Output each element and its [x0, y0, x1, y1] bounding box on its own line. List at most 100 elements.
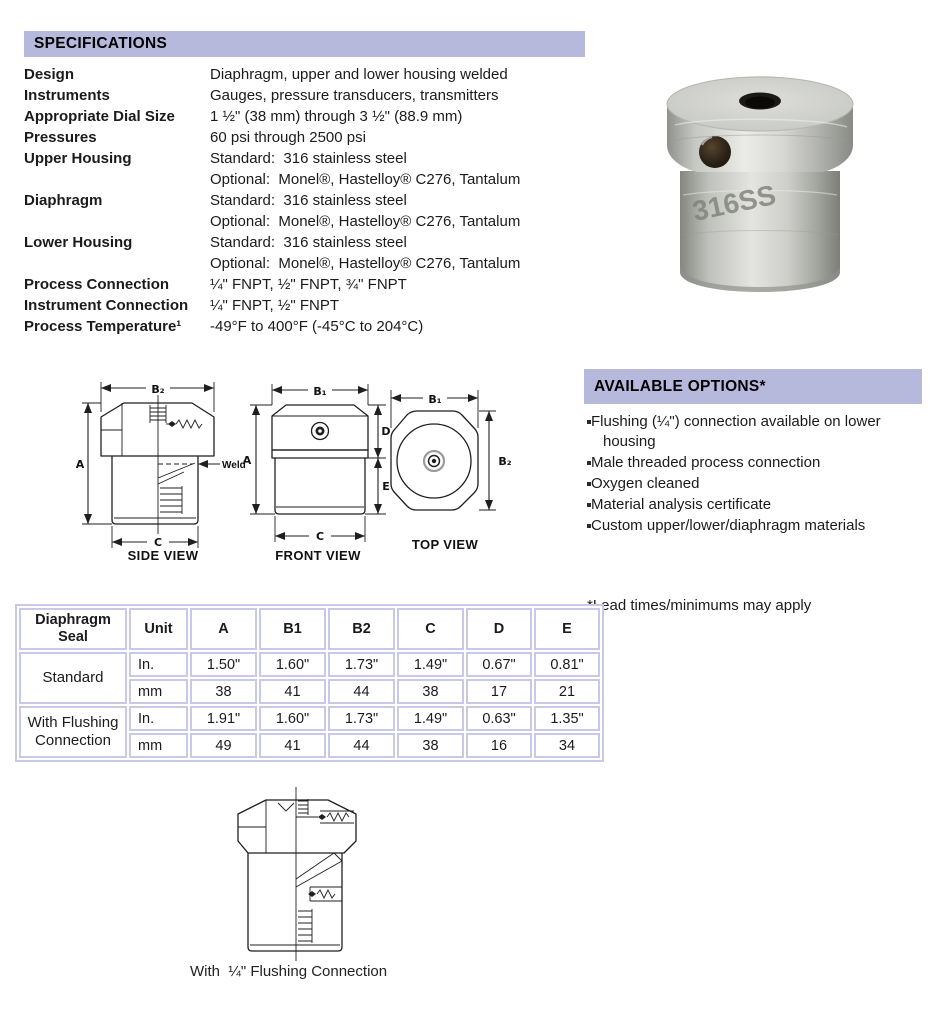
value-cell: 44 — [328, 679, 395, 704]
value-cell: 44 — [328, 733, 395, 758]
spec-row: Optional: Monel®, Hastelloy® C276, Tanta… — [24, 169, 624, 190]
col-header-b1: B1 — [259, 608, 326, 650]
spec-label: Instrument Connection — [24, 297, 189, 314]
options-list: Flushing (¼") connection available on lo… — [586, 412, 918, 537]
spec-value: Gauges, pressure transducers, transmitte… — [210, 87, 499, 104]
col-header-a: A — [190, 608, 257, 650]
col-header-diaphragm-seal: Diaphragm Seal — [19, 608, 127, 650]
option-item: Flushing (¼") connection available on lo… — [586, 412, 918, 452]
option-text: Material analysis certificate — [591, 496, 772, 513]
spec-label: Pressures — [24, 129, 97, 146]
col-header-unit: Unit — [129, 608, 188, 650]
spec-value: Standard: 316 stainless steel — [210, 150, 407, 167]
spec-value: 1 ½" (38 mm) through 3 ½" (88.9 mm) — [210, 108, 463, 125]
flushing-caption: With ¼" Flushing Connection — [190, 963, 388, 980]
dimensions-table: Diaphragm Seal Unit A B1 B2 C D E Standa… — [15, 604, 604, 762]
spec-value: Standard: 316 stainless steel — [210, 192, 407, 209]
option-text: Flushing (¼") connection available on lo… — [591, 413, 881, 450]
spec-label: Appropriate Dial Size — [24, 108, 175, 125]
lead-times-footnote: *Lead times/minimums may apply — [587, 597, 812, 614]
spec-value: ¼" FNPT, ½" FNPT, ¾" FNPT — [210, 276, 407, 293]
dim-b1-label: B₁ — [428, 393, 441, 406]
value-cell: 49 — [190, 733, 257, 758]
top-view-caption: TOP VIEW — [412, 537, 479, 552]
option-item: Custom upper/lower/diaphragm materials — [586, 516, 918, 536]
value-cell: 0.67" — [466, 652, 532, 677]
value-cell: 1.73" — [328, 652, 395, 677]
bullet-icon — [587, 461, 591, 465]
value-cell: 41 — [259, 679, 326, 704]
spec-label — [24, 169, 210, 190]
spec-label — [24, 211, 210, 232]
spec-row: Optional: Monel®, Hastelloy® C276, Tanta… — [24, 211, 624, 232]
side-view-caption: SIDE VIEW — [128, 548, 199, 562]
option-text: Male threaded process connection — [591, 454, 821, 471]
dim-c-label: C — [316, 530, 324, 543]
spec-label: Diaphragm — [24, 192, 103, 209]
value-cell: 0.81" — [534, 652, 600, 677]
spec-row: Process Connection ¼" FNPT, ½" FNPT, ¾" F… — [24, 274, 624, 295]
spec-value: 60 psi through 2500 psi — [210, 129, 366, 146]
spec-value: Standard: 316 stainless steel — [210, 234, 407, 251]
value-cell: 34 — [534, 733, 600, 758]
table-row: mm 49 41 44 38 16 34 — [19, 733, 600, 758]
specifications-title: SPECIFICATIONS — [34, 35, 168, 52]
unit-cell: mm — [129, 733, 188, 758]
dim-b1-label: B₁ — [313, 385, 326, 398]
value-cell: 21 — [534, 679, 600, 704]
value-cell: 41 — [259, 733, 326, 758]
table-row: mm 38 41 44 38 17 21 — [19, 679, 600, 704]
spec-row: Optional: Monel®, Hastelloy® C276, Tanta… — [24, 253, 624, 274]
dim-a-label: A — [243, 454, 252, 467]
spec-value: Optional: Monel®, Hastelloy® C276, Tanta… — [210, 213, 521, 230]
value-cell: 1.91" — [190, 706, 257, 731]
product-photo: 316SS — [635, 45, 940, 320]
col-header-d: D — [466, 608, 532, 650]
spec-label: Process Connection — [24, 276, 170, 293]
spec-value: Optional: Monel®, Hastelloy® C276, Tanta… — [210, 171, 521, 188]
top-view-drawing: B₁ B₂ TOP VIEW — [383, 376, 528, 561]
front-view-drawing: B₁ A D E C FRONT VIEW — [240, 372, 392, 567]
option-item: Material analysis certificate — [586, 495, 918, 515]
col-header-c: C — [397, 608, 464, 650]
flushing-connection-drawing — [222, 783, 417, 970]
side-view-drawing: Weld B₂ A C SIDE VIEW — [74, 372, 256, 567]
value-cell: 38 — [397, 679, 464, 704]
value-cell: 16 — [466, 733, 532, 758]
table-header-row: Diaphragm Seal Unit A B1 B2 C D E — [19, 608, 600, 650]
spec-row: Diaphragm Standard: 316 stainless steel — [24, 190, 624, 211]
spec-label — [24, 253, 210, 274]
spec-value: Diaphragm, upper and lower housing welde… — [210, 66, 508, 83]
spec-value: Optional: Monel®, Hastelloy® C276, Tanta… — [210, 255, 521, 272]
group-standard: Standard — [19, 652, 127, 704]
value-cell: 1.60" — [259, 652, 326, 677]
spec-row: Instruments Gauges, pressure transducers,… — [24, 85, 624, 106]
spec-label: Design — [24, 66, 75, 83]
bullet-icon — [587, 524, 591, 528]
col-header-b2: B2 — [328, 608, 395, 650]
dim-c-label: C — [154, 536, 162, 549]
spec-value: -49°F to 400°F (-45°C to 204°C) — [210, 318, 424, 335]
spec-label: Instruments — [24, 87, 110, 104]
value-cell: 1.60" — [259, 706, 326, 731]
spec-row: Pressures 60 psi through 2500 psi — [24, 127, 624, 148]
dim-b2-label: B₂ — [151, 383, 164, 396]
value-cell: 38 — [397, 733, 464, 758]
spec-label: Lower Housing — [24, 234, 133, 251]
unit-cell: mm — [129, 679, 188, 704]
bullet-icon — [587, 482, 591, 486]
col-header-e: E — [534, 608, 600, 650]
option-item: Male threaded process connection — [586, 453, 918, 473]
bullet-icon — [587, 420, 591, 424]
specifications-list: Design Diaphragm, upper and lower housing… — [24, 64, 624, 337]
weld-label: Weld — [222, 460, 246, 471]
available-options-title: AVAILABLE OPTIONS* — [594, 377, 766, 395]
group-with-flushing: With Flushing Connection — [19, 706, 127, 758]
value-cell: 0.63" — [466, 706, 532, 731]
value-cell: 1.35" — [534, 706, 600, 731]
spec-row: Appropriate Dial Size 1 ½" (38 mm) throug… — [24, 106, 624, 127]
spec-value: ¼" FNPT, ½" FNPT — [210, 297, 340, 314]
value-cell: 1.49" — [397, 706, 464, 731]
bullet-icon — [587, 503, 591, 507]
